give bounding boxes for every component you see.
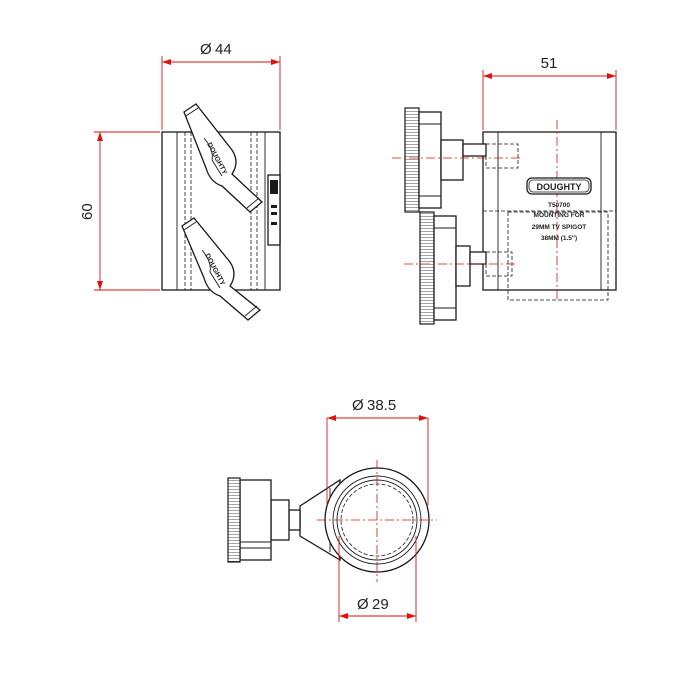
product-label: DOUGHTY T50700 MOUNTING FOR 29MM TV SPIG… (507, 177, 609, 301)
dim-inner-diameter-symbol: Ø (357, 596, 369, 613)
knob-top (227, 477, 301, 563)
front-view: DOUGHTY DOUGHTY Ø 44 60 (79, 41, 281, 321)
knob-lower-side (404, 211, 516, 325)
label-line1: MOUNTING FOR (534, 212, 585, 219)
top-view: Ø 38.5 Ø 29 (227, 397, 437, 622)
knob-upper-side (392, 107, 522, 213)
dim-side-width: 51 (541, 55, 558, 72)
label-line2: 29MM TV SPIGOT (532, 224, 587, 231)
dim-inner-diameter: 29 (372, 596, 389, 613)
dim-front-height: 60 (79, 203, 96, 220)
side-view: DOUGHTY T50700 MOUNTING FOR 29MM TV SPIG… (392, 55, 617, 325)
dim-front-width-symbol: Ø (200, 41, 212, 58)
label-line3: 38MM (1.5") (541, 235, 577, 242)
label-part-number: T50700 (548, 202, 570, 209)
dim-outer-diameter: 38.5 (367, 397, 396, 414)
wing-handle-lower: DOUGHTY (181, 217, 262, 321)
label-brand: DOUGHTY (537, 182, 582, 192)
dim-front-width: 44 (215, 41, 232, 58)
wing-handle-upper: DOUGHTY (183, 103, 263, 213)
dim-outer-diameter-symbol: Ø (352, 397, 364, 414)
